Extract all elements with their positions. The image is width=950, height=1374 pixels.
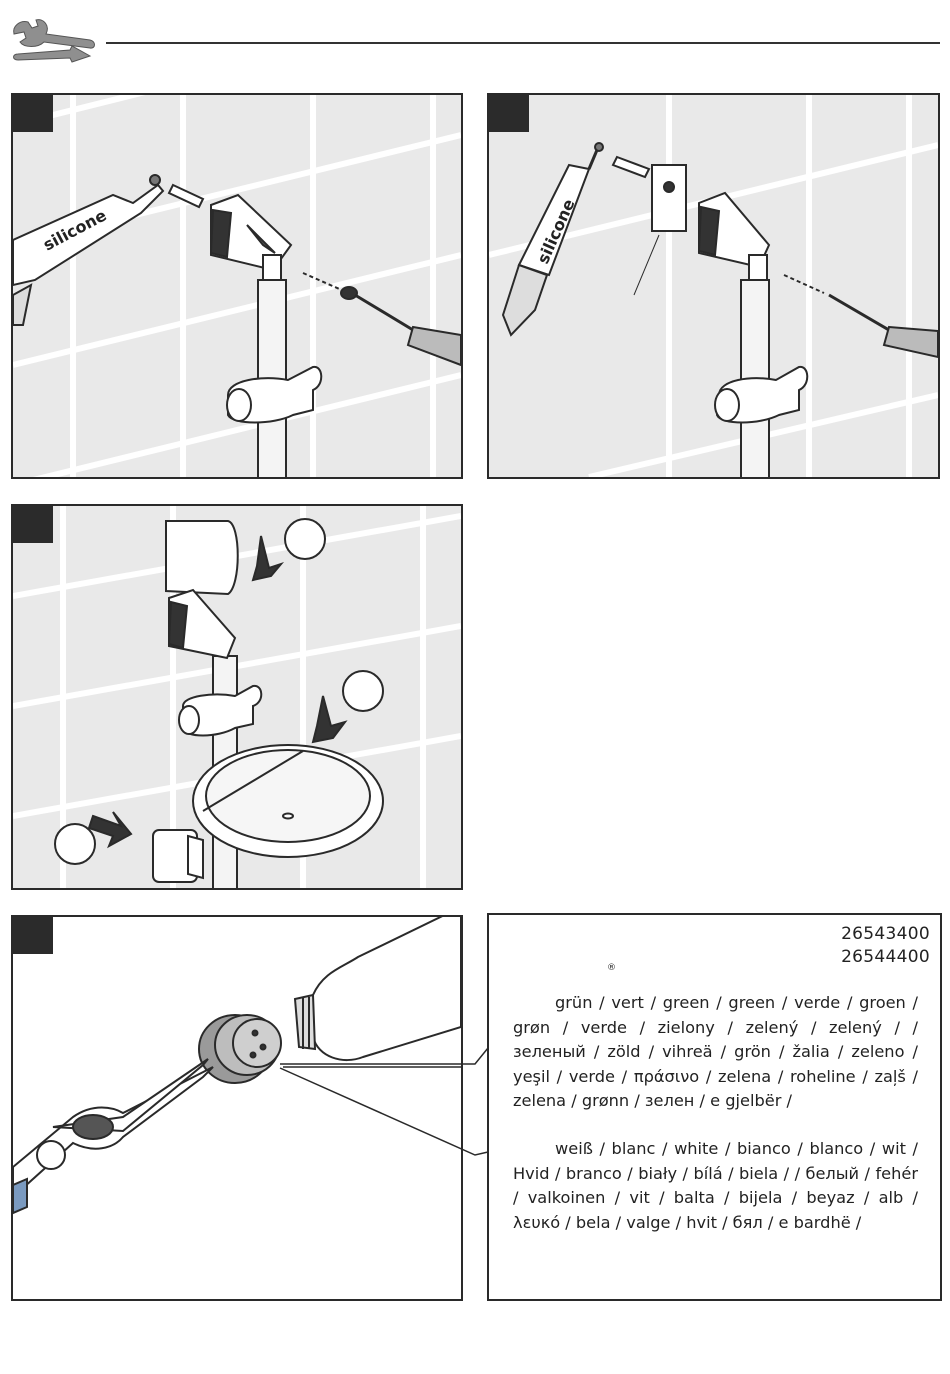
step-panel-4 xyxy=(11,915,463,1301)
callout-lines xyxy=(279,1047,489,1156)
finish-info-box: 26543400 26544400 ® grün / vert / green … xyxy=(487,913,942,1301)
white-color-names: weiß / blanc / white / bianco / blanco /… xyxy=(513,1137,918,1235)
article-number-2: 26544400 xyxy=(841,947,930,967)
illustration-step-1: silicone xyxy=(13,95,461,477)
step-panel-3 xyxy=(11,504,463,890)
step-number-box xyxy=(489,95,529,132)
white-text: weiß / blanc / white / bianco / blanco /… xyxy=(513,1139,918,1232)
registered-mark: ® xyxy=(607,963,616,973)
step-panel-1: silicone xyxy=(11,93,463,479)
step-number-box xyxy=(13,917,53,954)
article-number-1: 26543400 xyxy=(841,924,930,944)
step-number-box xyxy=(13,506,53,543)
green-color-names: grün / vert / green / green / verde / gr… xyxy=(513,991,918,1114)
illustration-step-4 xyxy=(13,917,461,1215)
illustration-step-3 xyxy=(13,506,461,888)
illustration-step-2: silicone xyxy=(489,95,938,477)
header-rule xyxy=(106,42,940,44)
green-text: grün / vert / green / green / verde / gr… xyxy=(513,993,918,1111)
wrench-screwdriver-icon xyxy=(13,19,95,63)
step-panel-2: silicone xyxy=(487,93,940,479)
step-number-box xyxy=(13,95,53,132)
